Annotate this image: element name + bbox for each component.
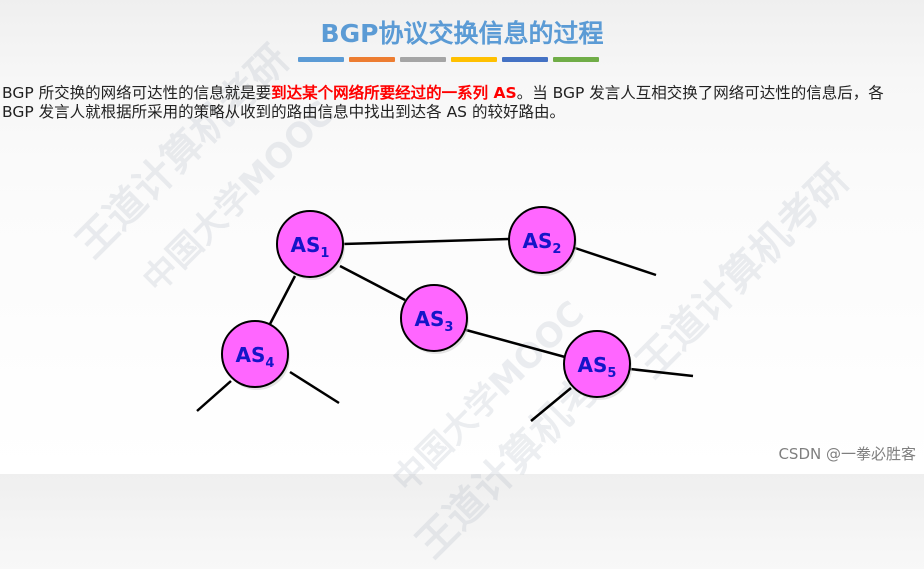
node-label: AS — [523, 229, 553, 253]
link-as2-external — [574, 246, 657, 277]
node-label: AS — [236, 343, 266, 367]
bar-green — [553, 57, 599, 62]
node-subscript: 2 — [552, 242, 561, 257]
svg-text:AS2: AS2 — [523, 229, 562, 257]
node-as1[interactable]: AS1 — [276, 210, 345, 280]
bar-blue — [298, 57, 344, 62]
svg-text:AS3: AS3 — [415, 307, 454, 335]
svg-text:AS1: AS1 — [291, 233, 330, 261]
bar-orange — [349, 57, 395, 62]
link-as3-as5 — [465, 328, 566, 359]
node-subscript: 5 — [607, 366, 616, 381]
link-as1-as2 — [342, 237, 510, 246]
svg-text:AS5: AS5 — [578, 353, 617, 381]
paragraph-text-2: 。当 BGP 发言人互相交换了网络可达性的信息后，各 BGP 发言人就根据所采用… — [2, 84, 884, 121]
node-subscript: 3 — [444, 320, 453, 335]
node-as5[interactable]: AS5 — [563, 330, 632, 400]
node-label: AS — [415, 307, 445, 331]
link-as1-as3 — [339, 264, 406, 302]
link-as4-external-right — [289, 370, 340, 405]
node-label: AS — [578, 353, 608, 377]
link-as1-as4 — [268, 275, 297, 325]
paragraph-highlight: 到达某个网络所要经过的一系列 AS — [271, 84, 517, 102]
node-as4[interactable]: AS4 — [221, 320, 290, 390]
bar-yellow — [451, 57, 497, 62]
as-topology-diagram: AS1 AS2 AS3 AS4 AS5 — [196, 206, 694, 422]
bar-darkblue — [502, 57, 548, 62]
link-as5-external-left — [530, 387, 572, 422]
title-underline-bars — [298, 57, 599, 62]
description-paragraph: BGP 所交换的网络可达性的信息就是要到达某个网络所要经过的一系列 AS。当 B… — [2, 84, 920, 122]
link-as5-external-right — [629, 367, 694, 378]
node-as3[interactable]: AS3 — [400, 284, 469, 354]
node-label: AS — [291, 233, 321, 257]
nodes: AS1 AS2 AS3 AS4 AS5 — [221, 206, 632, 400]
csdn-credit: CSDN @一拳必胜客 — [778, 445, 916, 463]
node-subscript: 1 — [320, 246, 329, 261]
bar-gray — [400, 57, 446, 62]
links — [196, 237, 694, 422]
svg-text:AS4: AS4 — [236, 343, 275, 371]
node-as2[interactable]: AS2 — [508, 206, 577, 276]
paragraph-text-1: BGP 所交换的网络可达性的信息就是要 — [2, 84, 272, 102]
node-subscript: 4 — [265, 356, 274, 371]
slide-title: BGP协议交换信息的过程 — [320, 19, 604, 48]
link-as4-external-left — [196, 380, 232, 412]
